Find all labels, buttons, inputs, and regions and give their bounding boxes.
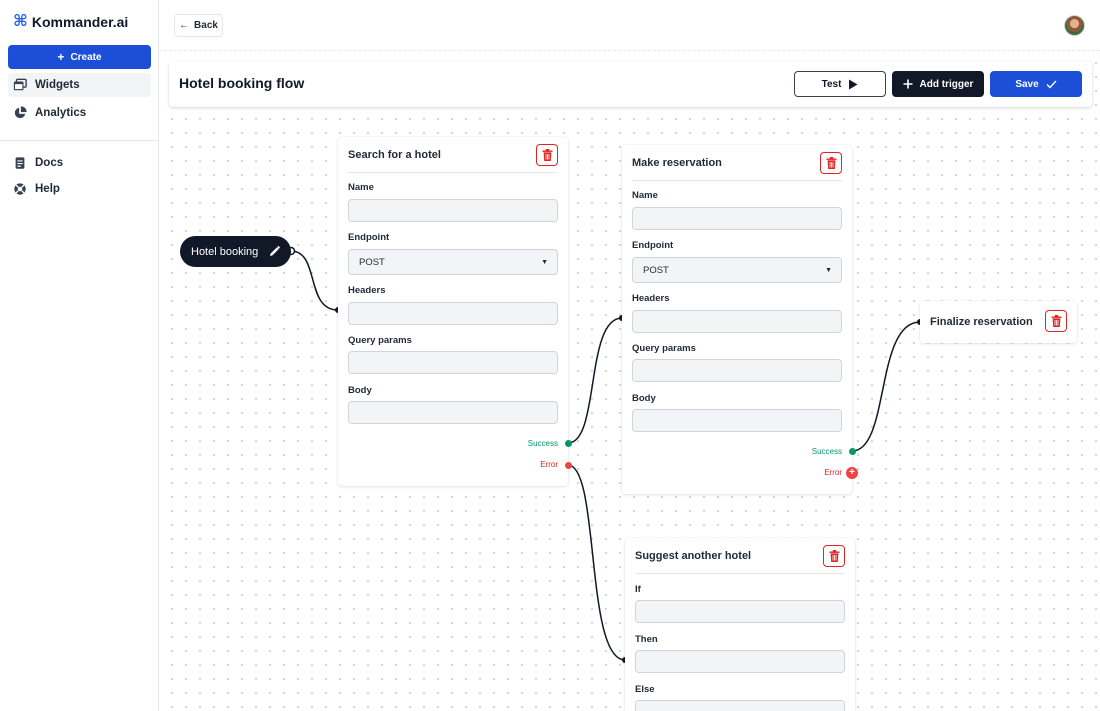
error-port[interactable]: [565, 462, 572, 469]
back-button-label: Back: [194, 20, 218, 31]
sidebar-divider: [0, 140, 159, 141]
sidebar-item-widgets[interactable]: Widgets: [8, 73, 151, 97]
arrow-left-icon: ←: [179, 20, 190, 31]
field-label: Name: [632, 190, 658, 201]
node-make-reservation[interactable]: Make reservation Name Endpoint POST ▼ He…: [622, 145, 852, 494]
flow-header: Hotel booking flow Test Add trigger Save: [169, 61, 1092, 107]
name-input[interactable]: [632, 207, 842, 230]
error-output-label: Error: [540, 460, 558, 469]
field-label: Headers: [348, 285, 386, 296]
node-suggest-hotel[interactable]: Suggest another hotel If Then Else: [625, 538, 855, 711]
endpoint-select[interactable]: POST ▼: [632, 257, 842, 283]
trash-icon: [542, 149, 552, 161]
user-avatar[interactable]: [1064, 15, 1085, 36]
sidebar: ⌘ Kommander.ai + Create Widgets Analytic…: [0, 0, 159, 711]
brand-logo[interactable]: ⌘ Kommander.ai: [13, 12, 128, 32]
field-label: Endpoint: [632, 240, 674, 251]
else-input[interactable]: [635, 700, 845, 711]
delete-button[interactable]: [536, 144, 558, 166]
card-divider: [632, 180, 842, 181]
lifebuoy-icon: [14, 183, 26, 195]
field-label: Query params: [632, 343, 696, 354]
trigger-label: Hotel booking: [191, 245, 259, 258]
card-title: Search for a hotel: [348, 149, 441, 161]
delete-button[interactable]: [823, 545, 845, 567]
node-search-hotel[interactable]: Search for a hotel Name Endpoint POST ▼ …: [338, 137, 568, 486]
card-title: Finalize reservation: [930, 316, 1033, 328]
test-button-label: Test: [821, 78, 842, 90]
test-button[interactable]: Test: [794, 71, 886, 97]
field-label: Name: [348, 182, 374, 193]
pencil-icon[interactable]: [268, 245, 281, 258]
trash-icon: [829, 550, 839, 562]
command-icon: ⌘: [13, 13, 28, 30]
plus-icon: +: [57, 50, 65, 64]
field-label: Endpoint: [348, 232, 390, 243]
play-icon: [849, 79, 858, 89]
select-value: POST: [359, 256, 385, 268]
field-label: Headers: [632, 293, 670, 304]
success-output-label: Success: [811, 447, 842, 456]
plus-icon: [903, 79, 913, 89]
caret-down-icon: ▼: [825, 266, 832, 274]
success-port[interactable]: [565, 440, 572, 447]
endpoint-select[interactable]: POST ▼: [348, 249, 558, 275]
field-label: Then: [635, 634, 658, 645]
add-trigger-button[interactable]: Add trigger: [892, 71, 984, 97]
delete-button[interactable]: [820, 152, 842, 174]
if-input[interactable]: [635, 600, 845, 623]
document-icon: [15, 157, 25, 169]
field-label: Else: [635, 684, 655, 695]
sidebar-item-label: Help: [35, 183, 60, 195]
save-button-label: Save: [1015, 78, 1039, 90]
check-icon: [1046, 80, 1057, 89]
query-params-input[interactable]: [348, 351, 558, 374]
body-input[interactable]: [348, 401, 558, 424]
select-value: POST: [643, 264, 669, 276]
page-title: Hotel booking flow: [179, 75, 305, 91]
card-title: Make reservation: [632, 157, 722, 169]
sidebar-item-label: Docs: [35, 157, 64, 169]
card-title: Suggest another hotel: [635, 550, 752, 562]
create-button[interactable]: + Create: [8, 45, 151, 69]
pie-chart-icon: [14, 106, 27, 119]
caret-down-icon: ▼: [541, 258, 548, 266]
field-label: Body: [632, 393, 656, 404]
field-label: If: [635, 584, 641, 595]
card-divider: [635, 573, 845, 574]
sidebar-item-label: Widgets: [35, 79, 80, 91]
create-button-label: Create: [70, 51, 102, 63]
trigger-node[interactable]: Hotel booking: [180, 236, 291, 267]
error-output-label: Error: [824, 468, 842, 477]
save-button[interactable]: Save: [990, 71, 1082, 97]
back-button[interactable]: ← Back: [174, 14, 223, 37]
widgets-icon: [13, 78, 27, 91]
then-input[interactable]: [635, 650, 845, 673]
topbar: ← Back: [159, 0, 1100, 51]
trash-icon: [1051, 315, 1061, 327]
add-error-handler-icon[interactable]: +: [846, 467, 858, 479]
field-label: Query params: [348, 335, 412, 346]
sidebar-item-label: Analytics: [35, 107, 87, 119]
brand-name: Kommander.ai: [31, 14, 129, 30]
card-divider: [348, 172, 558, 173]
name-input[interactable]: [348, 199, 558, 222]
body-input[interactable]: [632, 409, 842, 432]
query-params-input[interactable]: [632, 359, 842, 382]
success-output-label: Success: [527, 439, 558, 448]
success-port[interactable]: [849, 448, 856, 455]
field-label: Body: [348, 385, 372, 396]
delete-button[interactable]: [1045, 310, 1067, 332]
sidebar-item-help[interactable]: Help: [8, 177, 151, 201]
trash-icon: [826, 157, 836, 169]
node-finalize-reservation[interactable]: Finalize reservation: [920, 301, 1077, 343]
headers-input[interactable]: [632, 310, 842, 333]
sidebar-item-docs[interactable]: Docs: [8, 151, 151, 175]
headers-input[interactable]: [348, 302, 558, 325]
add-trigger-button-label: Add trigger: [919, 78, 974, 90]
sidebar-item-analytics[interactable]: Analytics: [8, 101, 151, 125]
